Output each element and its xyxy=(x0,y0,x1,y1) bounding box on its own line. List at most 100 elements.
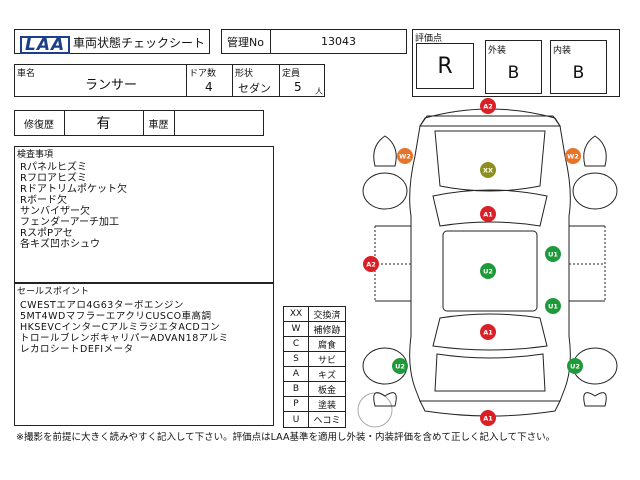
damage-marker-label: A2 xyxy=(366,261,376,269)
repair-history-label: 修復歴 xyxy=(24,119,54,131)
inspection-note-line: Rボード欠 xyxy=(20,195,67,206)
damage-marker-label: W2 xyxy=(399,153,411,161)
legend-code: C xyxy=(284,337,309,351)
marker-roof: U2 xyxy=(480,263,496,279)
damage-marker-label: U1 xyxy=(548,251,558,259)
sheet-title: 車両状態チェックシート xyxy=(73,36,206,50)
history-row xyxy=(14,110,264,136)
inspection-notes-list: Rパネルヒズミ Rフロアヒズミ Rドアトリムポケット欠 Rボード欠 サンバイザー… xyxy=(20,162,127,250)
sales-points-box xyxy=(14,283,274,426)
legend-code: S xyxy=(284,352,309,366)
marker-front-bumper: A2 xyxy=(480,98,496,114)
exterior-grade: B xyxy=(507,63,520,83)
vehicle-history-label: 車歴 xyxy=(148,119,169,131)
sales-point-line: レカロシートDEFIメータ xyxy=(20,344,134,355)
capacity-label: 定員 xyxy=(282,69,301,79)
damage-marker-circle xyxy=(480,206,496,222)
title-box xyxy=(14,29,210,54)
damage-marker-label: U2 xyxy=(395,363,405,371)
damage-marker-circle xyxy=(567,358,583,374)
damage-marker-label: XX xyxy=(483,167,493,175)
legend-meaning: 塗装 xyxy=(317,400,336,411)
damage-marker-label: A2 xyxy=(483,103,493,111)
marker-hood: XX xyxy=(480,162,496,178)
windshield-outline xyxy=(432,189,548,227)
exterior-label: 外装 xyxy=(488,46,507,56)
damage-marker-label: A1 xyxy=(483,415,493,423)
inspection-note-line: フェンダーアーチ加工 xyxy=(20,217,119,228)
damage-marker-label: A1 xyxy=(483,329,493,337)
car-name-label: 車名 xyxy=(17,69,36,79)
interior-box xyxy=(550,40,607,94)
damage-marker-circle xyxy=(392,358,408,374)
vehicle-row xyxy=(14,64,325,97)
brand-logo: LAA xyxy=(20,36,71,54)
legend-row: U ヘコミ xyxy=(284,412,345,427)
damage-marker-label: U2 xyxy=(570,363,580,371)
legend-row: XX 交換済 xyxy=(284,307,345,322)
marker-right-front-door: U1 xyxy=(545,246,561,262)
legend-code: W xyxy=(284,322,309,336)
inspection-note-line: RスポPアセ xyxy=(20,228,73,239)
marker-rear-window: A1 xyxy=(480,324,496,340)
damage-marker-circle xyxy=(480,98,496,114)
marker-windshield: A1 xyxy=(480,206,496,222)
body-type-label: 形状 xyxy=(235,69,254,79)
damage-marker-circle xyxy=(480,324,496,340)
inspection-notes-box xyxy=(14,146,274,283)
marker-rear-right: U2 xyxy=(567,358,583,374)
interior-grade: B xyxy=(572,63,585,83)
marker-right-rear-door: U1 xyxy=(545,298,561,314)
legend-code: U xyxy=(284,412,309,427)
legend-code: XX xyxy=(284,307,309,321)
mgmt-no: 13043 xyxy=(321,35,356,48)
sales-point-line: 5MT4WDマフラーエアクリCUSCO車高調 xyxy=(20,311,212,322)
damage-marker-circle xyxy=(363,256,379,272)
marker-rear-bumper: A1 xyxy=(480,410,496,426)
damage-marker-circle xyxy=(397,148,413,164)
score-label: 評価点 xyxy=(415,34,443,44)
capacity-value: 5 xyxy=(294,80,302,94)
doors-label: ドア数 xyxy=(189,69,217,79)
hood-outline xyxy=(434,130,546,192)
inspection-note-line: Rドアトリムポケット欠 xyxy=(20,184,127,195)
car-body-outline xyxy=(409,115,571,402)
score-value: R xyxy=(416,43,474,89)
rear-window-outline xyxy=(432,313,548,351)
damage-marker-label: U1 xyxy=(548,303,558,311)
capacity-unit: 人 xyxy=(315,87,323,96)
legend-meaning: ヘコミ xyxy=(313,416,341,426)
front-left-wheel xyxy=(362,172,408,210)
legend-meaning: 腐食 xyxy=(317,340,336,351)
sales-points-list: CWESTエアロ4G63ターボエンジン 5MT4WDマフラーエアクリCUSCO車… xyxy=(20,300,229,355)
inspection-note-line: Rパネルヒズミ xyxy=(20,162,87,173)
damage-marker-circle xyxy=(480,162,496,178)
sales-points-label: セールスポイント xyxy=(17,287,90,297)
vehicle-history-value xyxy=(174,110,264,136)
damage-marker-circle xyxy=(480,410,496,426)
inspection-notes-label: 検査事項 xyxy=(17,150,54,160)
sales-point-line: CWESTエアロ4G63ターボエンジン xyxy=(20,300,184,311)
front-right-wheel xyxy=(572,172,618,210)
repair-history-value: 有 xyxy=(96,116,111,132)
legend-code: B xyxy=(284,382,309,396)
mgmt-box xyxy=(221,29,407,54)
damage-marker-circle xyxy=(545,298,561,314)
damage-marker-label: W2 xyxy=(567,153,579,161)
legend-code: A xyxy=(284,367,309,381)
damage-marker-label: A1 xyxy=(483,211,493,219)
marker-front-right-fender: W2 xyxy=(565,148,581,164)
inspection-note-line: サンバイザー欠 xyxy=(20,206,90,217)
marker-left-side: A2 xyxy=(363,256,379,272)
trunk-outline xyxy=(434,353,546,392)
legend-row: C 腐食 xyxy=(284,337,345,352)
marker-front-left-fender: W2 xyxy=(397,148,413,164)
legend-meaning: 交換済 xyxy=(313,310,341,321)
inspection-note-line: Rフロアヒズミ xyxy=(20,173,87,184)
